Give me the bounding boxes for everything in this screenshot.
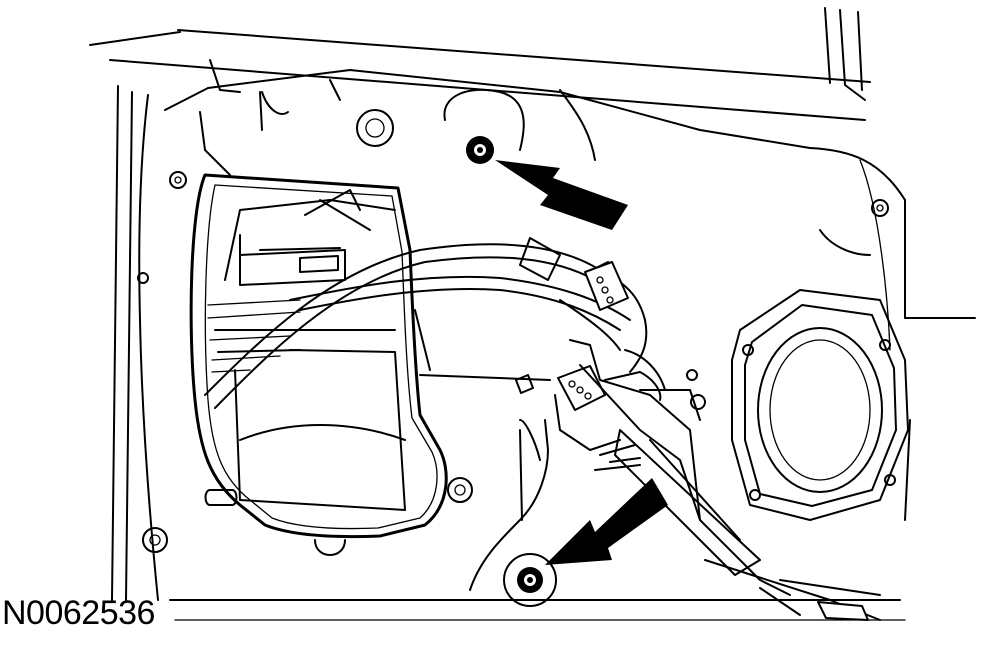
latch-rod-assembly <box>469 339 881 621</box>
lower-fastener-bolt <box>503 553 557 607</box>
speaker-opening <box>731 289 909 521</box>
lower-callout-arrow <box>545 478 668 565</box>
figure-reference-code: N0062536 <box>2 594 155 632</box>
window-regulator-module <box>207 189 406 511</box>
door-inner-frame <box>111 69 976 621</box>
upper-fastener-bolt <box>443 88 525 164</box>
upper-callout-arrow <box>495 160 628 230</box>
mounting-holes <box>137 59 911 556</box>
electrical-connector <box>557 261 666 411</box>
access-opening <box>189 173 448 539</box>
window-glass-edge <box>89 7 871 121</box>
